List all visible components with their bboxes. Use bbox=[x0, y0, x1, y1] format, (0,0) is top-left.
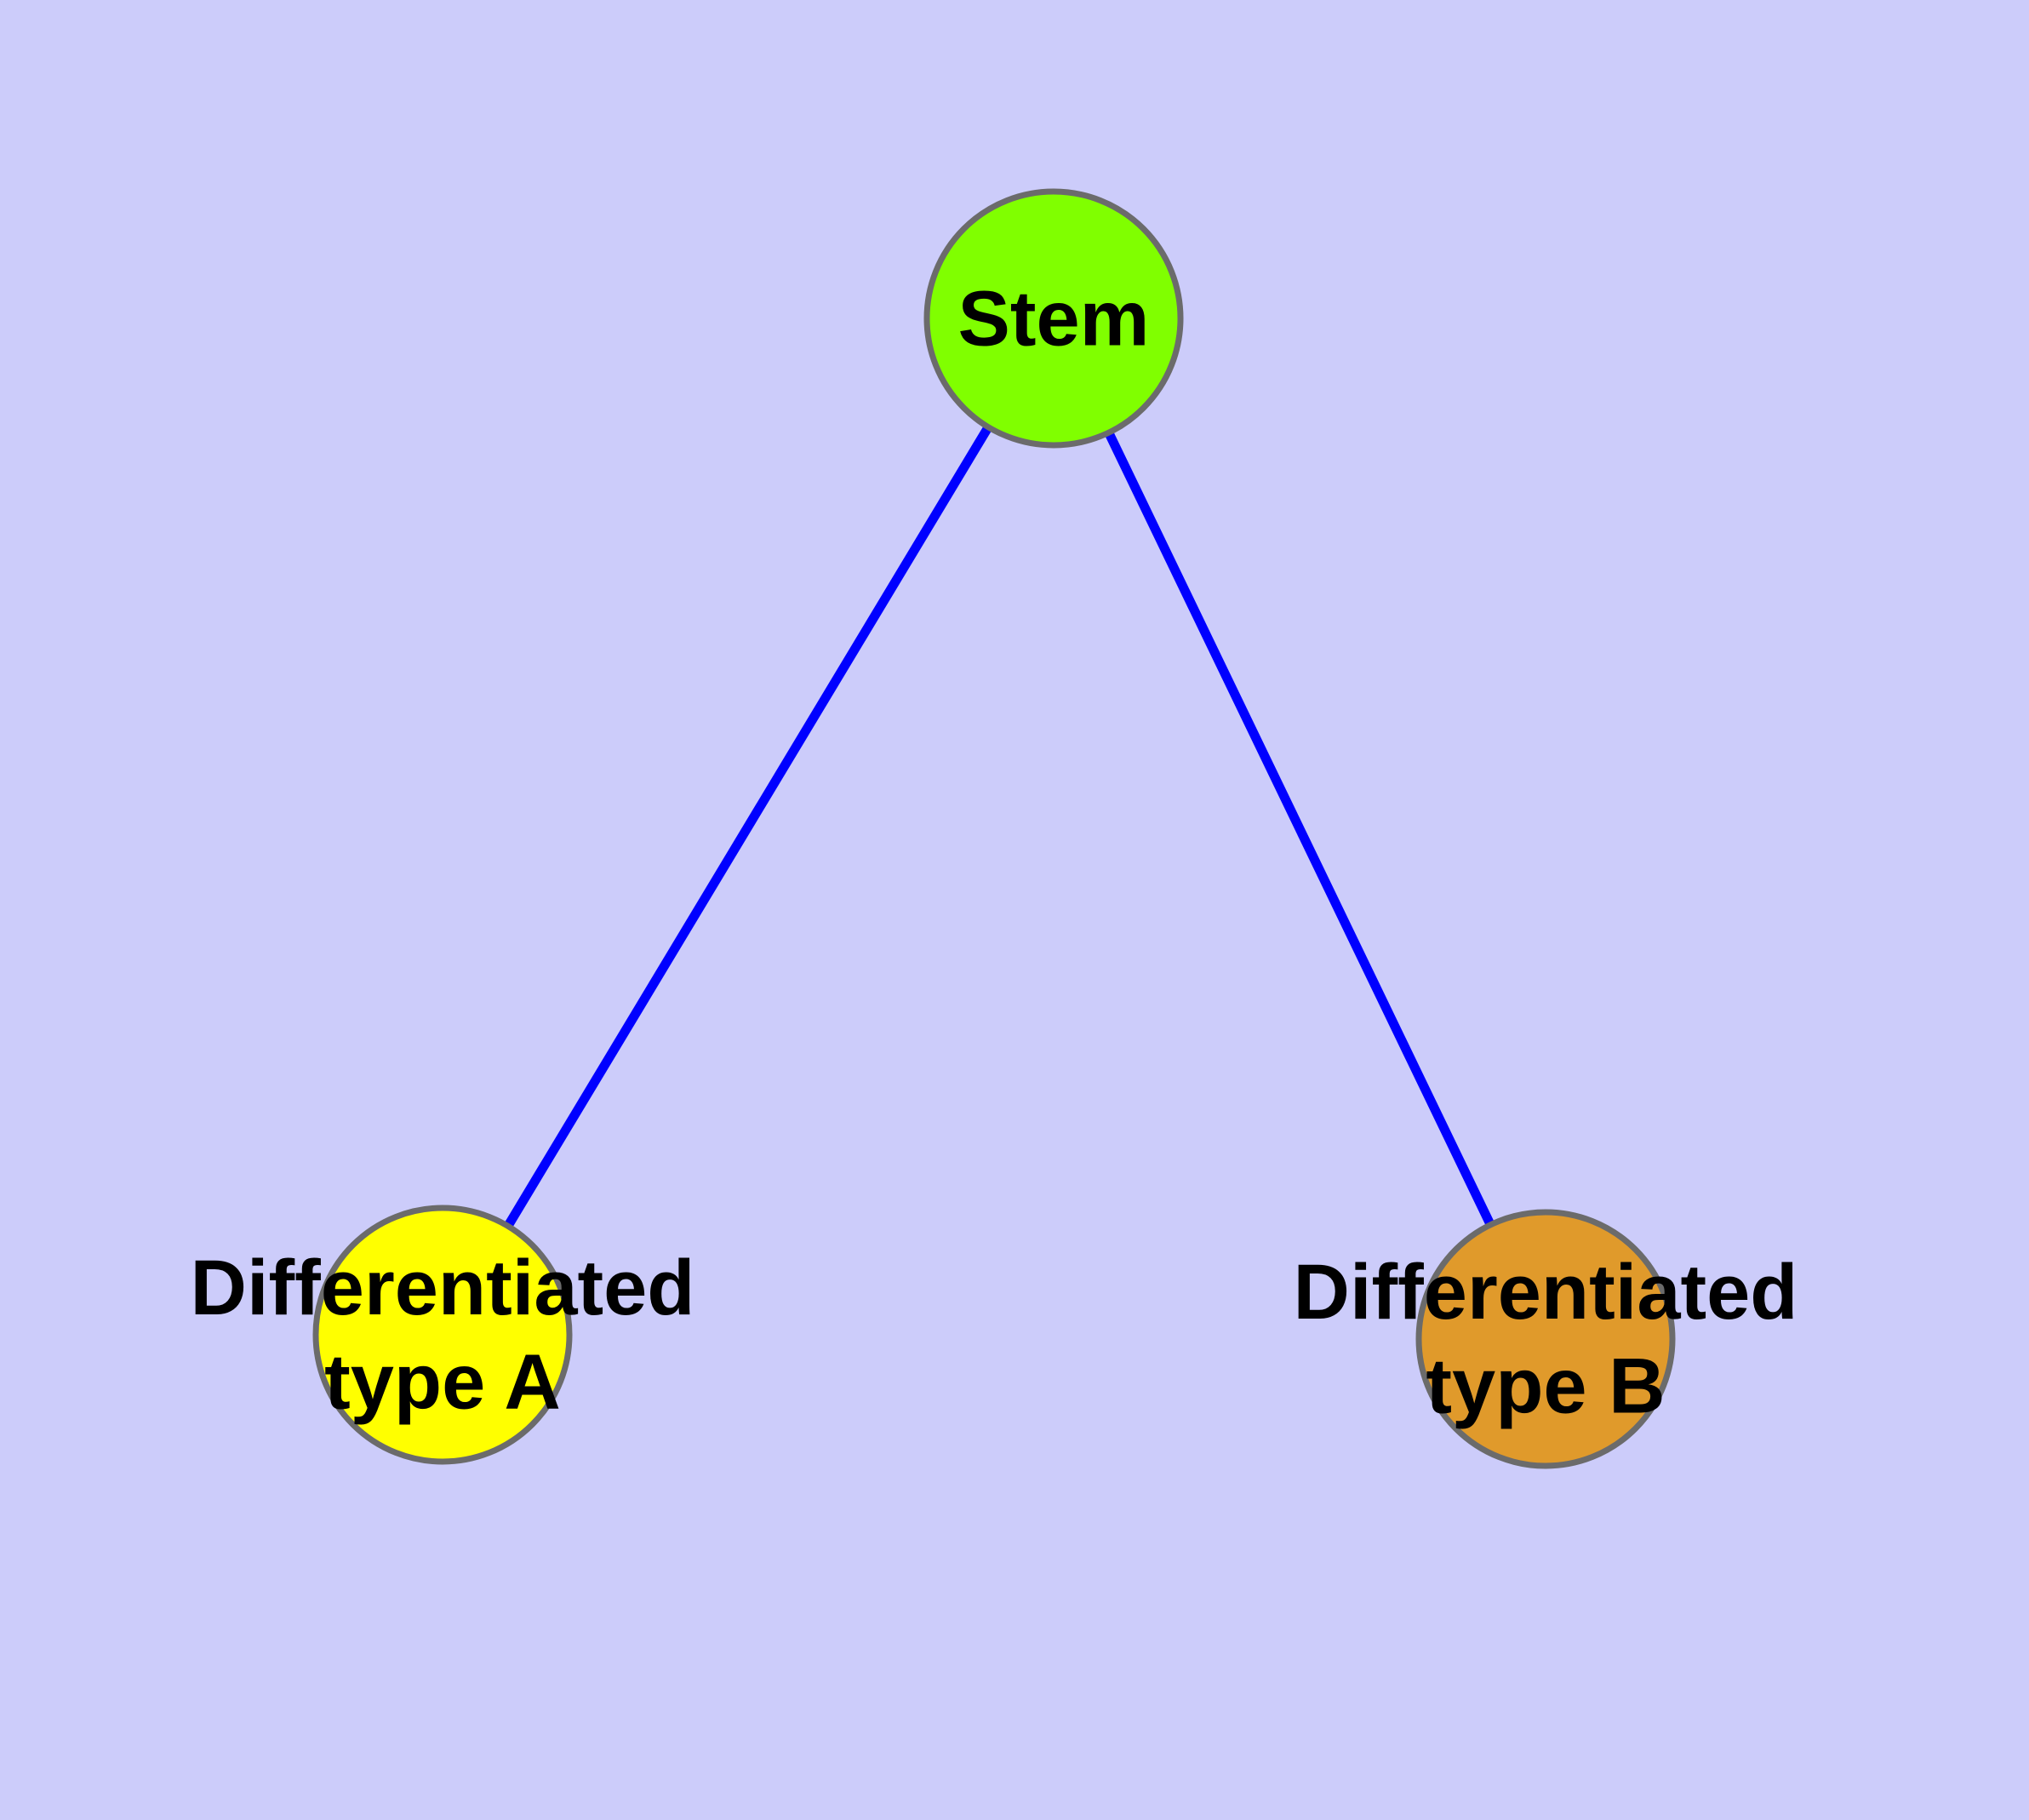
node-label-line: Differentiated bbox=[191, 1245, 695, 1331]
node-label-line: type A bbox=[324, 1338, 561, 1425]
node-stem-circle[interactable] bbox=[923, 188, 1184, 449]
node-label-line: Stem bbox=[958, 275, 1150, 362]
edge-stem-to-differentiated-type-a[interactable] bbox=[504, 424, 992, 1229]
edge-stem-to-differentiated-type-b[interactable] bbox=[1104, 430, 1495, 1228]
node-label-line: Differentiated bbox=[1294, 1249, 1798, 1336]
edge-layer bbox=[504, 424, 1495, 1229]
node-differentiated-type-a-circle[interactable] bbox=[312, 1205, 573, 1465]
node-stem-label: Stem bbox=[958, 275, 1150, 362]
node-label-line: type B bbox=[1426, 1342, 1665, 1429]
node-differentiated-type-b-circle[interactable] bbox=[1415, 1209, 1676, 1469]
node-stem[interactable]: Stem bbox=[923, 188, 1184, 449]
